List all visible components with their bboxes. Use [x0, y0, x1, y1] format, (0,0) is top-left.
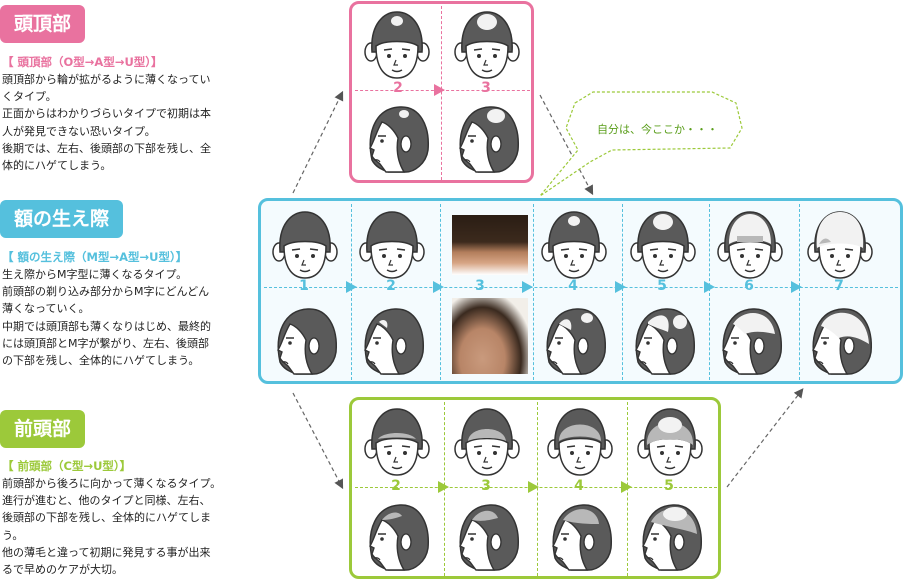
front-view-head: [272, 211, 338, 279]
desc-line: 頭頂部から輪が拡がるように薄くなってい: [2, 73, 211, 86]
step-number: 1: [299, 278, 309, 294]
side-view-head: [276, 308, 337, 375]
side-view-head: [458, 106, 519, 173]
crown-type-description: 頭頂部から輪が拡がるように薄くなってい くタイプ。 正面からはわかりづらいタイプ…: [2, 71, 240, 174]
step-number: 4: [568, 278, 578, 294]
column-divider: [533, 204, 534, 380]
arrow-to-crown: [292, 90, 344, 194]
front-view-head: [717, 211, 783, 279]
speech-bubble: [539, 91, 743, 197]
side-view-head: [634, 308, 695, 375]
side-view-head: [368, 106, 429, 173]
desc-line: 前頭部の剃り込み部分からM字にどんどん: [2, 285, 210, 299]
front-type-tag: 前頭部: [0, 410, 86, 448]
hairline-type-description: 生え際からM字型に薄くなるタイプ。 前頭部の剃り込み部分からM字にどんどん 薄く…: [2, 266, 240, 369]
side-view-head: [551, 504, 612, 571]
step-number: 5: [664, 478, 674, 494]
desc-line: 他の薄毛と違って初期に発見する事が出来: [2, 545, 211, 559]
step-arrow: [346, 281, 357, 293]
front-view-head: [547, 408, 613, 476]
step-number: 3: [481, 478, 491, 494]
front-type-subtitle: 【 前頭部（C型→U型）】: [2, 459, 132, 473]
front-view-head: [454, 408, 520, 476]
desc-line: 後期では、左右、後頭部の下部を残し、全: [2, 141, 211, 155]
step-arrow: [528, 481, 539, 493]
hairline-type-tag: 額の生え際: [0, 200, 124, 238]
step-arrow: [433, 281, 444, 293]
step-number: 4: [574, 478, 584, 494]
front-view-head: [630, 211, 696, 279]
front-view-head: [807, 211, 873, 279]
step-arrow: [522, 281, 533, 293]
desc-line: 体的にハゲてしまう。: [2, 159, 112, 173]
crown-type-tag: 頭頂部: [0, 5, 86, 43]
desc-line: 薄くなっていく。: [2, 302, 90, 316]
front-view-head: [454, 11, 520, 79]
front-type-description: 前頭部から後ろに向かって薄くなるタイプ。 進行が進むと、他のタイプと同様、左右、…: [2, 475, 240, 578]
step-arrow: [438, 481, 449, 493]
desc-line: 正面からはわかりづらいタイプで初期は本: [2, 107, 211, 121]
hair-photo-side: [452, 298, 528, 374]
side-view-head: [811, 308, 872, 375]
desc-line: 進行が進むと、他のタイプと同様、左右、: [2, 494, 211, 508]
side-view-head: [641, 504, 702, 571]
side-view-head: [721, 308, 782, 375]
arrow-to-front: [292, 392, 344, 490]
desc-line: るで早めのケアが大切。: [2, 563, 123, 577]
desc-line: には頭頂部とM字が繋がり、左右、後頭部: [2, 336, 210, 350]
desc-line: 中期では頭頂部も薄くなりはじめ、最終的: [2, 319, 211, 333]
step-number: 2: [386, 278, 396, 294]
row-divider: [264, 287, 898, 288]
step-number: 3: [475, 278, 485, 294]
arrow-front-to-hairline: [726, 388, 804, 488]
front-view-head: [541, 211, 607, 279]
side-view-head: [458, 504, 519, 571]
step-arrow: [791, 281, 802, 293]
desc-line: くタイプ。: [2, 90, 57, 104]
desc-line: 後頭部の下部を残し、全体的にハゲてしま: [2, 511, 211, 525]
front-view-head: [359, 211, 425, 279]
front-view-head: [364, 408, 430, 476]
desc-line: 人が発見できない恐いタイプ。: [2, 124, 156, 138]
front-view-head: [637, 408, 703, 476]
side-view-head: [545, 308, 606, 375]
desc-line: 生え際からM字型に薄くなるタイプ。: [2, 268, 188, 281]
desc-line: の下部を残し、全体的にハゲてしまう。: [2, 354, 200, 368]
side-view-head: [368, 504, 429, 571]
desc-line: 前頭部から後ろに向かって薄くなるタイプ。: [2, 477, 222, 490]
step-number: 2: [391, 478, 401, 494]
desc-line: う。: [2, 528, 24, 542]
step-number: 5: [657, 278, 667, 294]
hairline-type-subtitle: 【 額の生え際（M型→A型→U型）】: [2, 250, 188, 264]
step-arrow: [621, 481, 632, 493]
step-number: 3: [481, 80, 491, 96]
step-arrow: [704, 281, 715, 293]
speech-bubble-text: 自分は、今ここか・・・: [597, 123, 718, 136]
step-number: 6: [744, 278, 754, 294]
step-number: 2: [393, 80, 403, 96]
crown-type-subtitle: 【 頭頂部（O型→A型→U型）】: [2, 55, 163, 69]
step-arrow: [615, 281, 626, 293]
step-arrow: [434, 84, 445, 96]
step-number: 7: [834, 278, 844, 294]
arrow-crown-to-hairline: [539, 94, 594, 196]
hair-photo-front: [452, 215, 528, 275]
front-view-head: [364, 11, 430, 79]
side-view-head: [363, 308, 424, 375]
